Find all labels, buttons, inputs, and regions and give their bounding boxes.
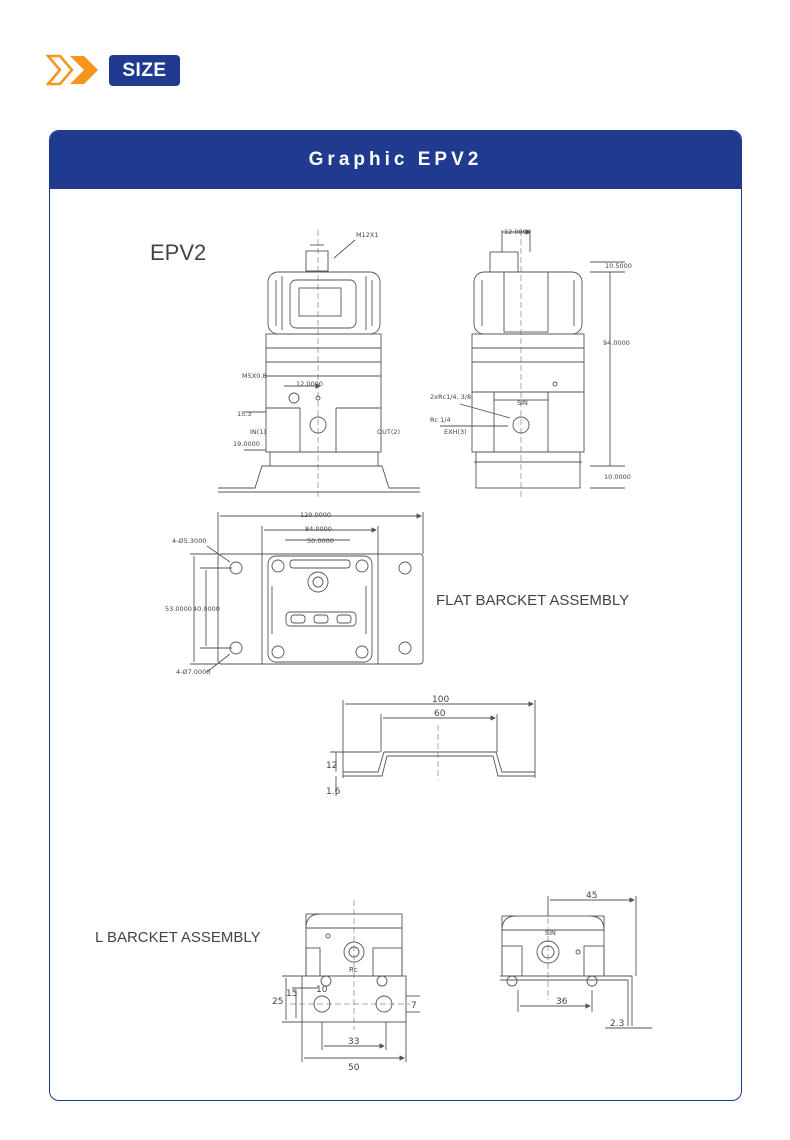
- dim-text: 120.0000: [300, 511, 331, 519]
- graphic-card: Graphic EPV2: [49, 130, 742, 1101]
- dim-text: 15.3: [237, 410, 251, 418]
- dim-text: 45: [586, 891, 597, 901]
- dim-text: 4-Ø7.0000: [176, 668, 210, 676]
- dim-text: Rc 1/4: [430, 416, 451, 424]
- dim-text: 50.0000: [307, 537, 334, 545]
- dim-text: 36: [556, 997, 568, 1007]
- l-bracket-label: L BARCKET ASSEMBLY: [95, 929, 261, 946]
- l-bracket-side-view: [500, 896, 652, 1029]
- dim-text: IN(1): [250, 428, 266, 436]
- dim-text: 15: [286, 989, 297, 999]
- dim-text: 60: [434, 709, 446, 719]
- dim-text: 12.0000: [296, 380, 323, 388]
- dim-text: 2xRc1/4, 3/8,: [430, 393, 473, 401]
- dim-text: 94.0000: [603, 339, 630, 347]
- dim-text: SIN: [517, 399, 528, 407]
- dim-text: OUT(2): [377, 428, 400, 436]
- chevron-arrows-icon: [46, 54, 98, 86]
- dim-text: M12X1: [356, 231, 378, 239]
- dim-text: 7: [411, 1001, 417, 1011]
- dim-text: 1.6: [326, 787, 341, 797]
- bracket-side-view: [330, 700, 536, 796]
- flat-bracket-view: [190, 512, 424, 673]
- size-badge: SIZE: [109, 55, 180, 86]
- dim-text: 19.0000: [233, 440, 260, 448]
- dim-text: 40.0000: [193, 605, 220, 613]
- dim-text: EXH(3): [444, 428, 467, 436]
- flat-bracket-label: FLAT BARCKET ASSEMBLY: [436, 592, 630, 609]
- dim-text: 50: [348, 1063, 360, 1073]
- dim-text: 12.0000: [504, 228, 531, 236]
- l-bracket-front-view: [282, 900, 420, 1062]
- dim-text: 10.5000: [605, 262, 632, 270]
- card-title: Graphic EPV2: [50, 131, 741, 189]
- dim-text: M5X0.8: [242, 372, 267, 380]
- dim-text: 12: [326, 761, 337, 771]
- dim-text: 2.3: [610, 1019, 624, 1029]
- epv-title: EPV2: [150, 240, 207, 265]
- dim-text: SIN: [545, 929, 556, 937]
- dim-text: 53.0000: [165, 605, 192, 613]
- dim-text: 10.0000: [604, 473, 631, 481]
- side-view: [440, 229, 625, 500]
- front-view: [218, 230, 420, 500]
- dim-text: 25: [272, 997, 283, 1007]
- dim-text: 10: [316, 985, 328, 995]
- dim-text: 100: [432, 695, 449, 705]
- dim-text: Rc: [349, 966, 358, 974]
- dim-text: 4-Ø5.3000: [172, 537, 206, 545]
- dim-text: 33: [348, 1037, 359, 1047]
- dim-text: 84.0000: [305, 525, 332, 533]
